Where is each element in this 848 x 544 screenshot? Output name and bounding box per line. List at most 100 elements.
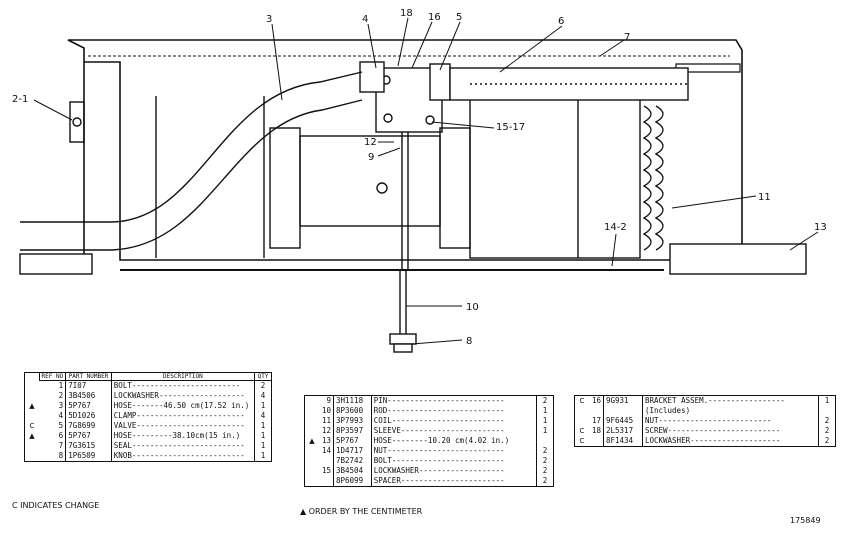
change-mark (305, 406, 320, 416)
ref-number: 6 (39, 431, 67, 441)
callout-labels: 3 4 18 16 5 6 7 2-1 12 9 15-17 11 14-2 1… (12, 8, 827, 347)
part-number: 3P7993 (333, 416, 372, 426)
change-mark: ▲ (29, 402, 35, 410)
quantity: 2 (536, 395, 554, 406)
ref-number (589, 406, 604, 416)
ref-number: 10 (319, 406, 334, 416)
part-description: CLAMP------------------------ (113, 411, 245, 420)
change-mark (305, 416, 320, 426)
part-number: 5D1026 (65, 411, 112, 421)
change-mark (575, 406, 590, 416)
change-mark: ▲ (29, 432, 35, 440)
quantity: 2 (254, 380, 272, 391)
ref-number: 17 (589, 416, 604, 426)
callout-label: 15-17 (496, 122, 525, 133)
coil-block (155, 96, 641, 259)
quantity: 1 (254, 451, 272, 462)
change-mark: C (579, 437, 585, 445)
ref-number: 2 (39, 391, 67, 401)
ref-number: 5 (39, 421, 67, 431)
quantity (536, 436, 554, 446)
description-header: DESCRIPTION (110, 372, 256, 381)
callout-label: 9 (368, 152, 374, 163)
change-mark (25, 391, 40, 401)
part-description: LOCKWASHER------------------- (113, 391, 245, 400)
part-number: 8P6099 (333, 476, 372, 487)
part-number: 8P3597 (333, 426, 372, 436)
change-mark (25, 411, 40, 421)
change-mark (305, 396, 320, 407)
valve-assembly (359, 61, 451, 270)
quantity: 1 (254, 441, 272, 451)
quantity (818, 406, 836, 416)
quantity: 2 (818, 436, 836, 447)
quantity: 4 (254, 391, 272, 401)
table-header-row: REF NO PART NUMBER DESCRIPTION QTY (25, 372, 272, 381)
part-description: COIL------------------------- (373, 416, 505, 425)
knob-rod (389, 270, 417, 353)
part-number: 9F6445 (603, 416, 643, 426)
part-number-header: PART NUMBER (65, 372, 112, 381)
ref-number (589, 436, 604, 447)
left-bracket (69, 101, 85, 143)
change-mark (305, 456, 320, 466)
part-number: 7G8699 (65, 421, 112, 431)
quantity: 1 (536, 426, 554, 436)
part-description: SPACER----------------------- (373, 476, 505, 485)
callout-label: 10 (466, 302, 479, 313)
quantity: 2 (536, 466, 554, 476)
ref-number: 18 (589, 426, 604, 436)
ref-number: 12 (319, 426, 334, 436)
part-number: 7B2742 (333, 456, 372, 466)
part-number: 5P767 (333, 436, 372, 446)
part-number: 1D4717 (333, 446, 372, 456)
coil-loops (642, 105, 664, 251)
quantity: 1 (818, 395, 836, 406)
part-description: BRACKET ASSEM.----------------- (644, 396, 785, 405)
part-description: LOCKWASHER------------------- (373, 466, 505, 475)
ref-number (319, 476, 334, 487)
change-mark (305, 466, 320, 476)
callout-label: 4 (362, 14, 368, 25)
callout-label: 3 (266, 14, 272, 25)
change-note: C INDICATES CHANGE (12, 501, 100, 510)
part-description: LOCKWASHER-------------------- (644, 436, 781, 445)
callout-label: 5 (456, 12, 462, 23)
quantity: 1 (536, 416, 554, 426)
ref-number: 1 (39, 380, 67, 391)
callout-label: 18 (400, 8, 413, 19)
cab-heater-diagram: 3 4 18 16 5 6 7 2-1 12 9 15-17 11 14-2 1… (12, 8, 827, 353)
change-mark (25, 451, 40, 462)
callout-label: 13 (814, 222, 827, 233)
ref-number: 13 (319, 436, 334, 446)
figure-number: 175849 (790, 516, 821, 525)
change-mark: ▲ (309, 437, 315, 445)
part-description: HOSE---------38.10cm(15 in.) (113, 431, 241, 440)
callout-label: 7 (624, 32, 630, 43)
change-mark (305, 426, 320, 436)
part-description: SLEEVE----------------------- (373, 426, 505, 435)
part-description: NUT------------------------- (644, 416, 772, 425)
part-description: BOLT------------------------ (113, 381, 241, 390)
part-number: 5P767 (65, 401, 112, 411)
ref-no-header: REF NO (38, 372, 67, 381)
top-hose (449, 67, 689, 101)
part-number: 1P6509 (65, 451, 112, 462)
part-number: 8F1434 (603, 436, 643, 447)
